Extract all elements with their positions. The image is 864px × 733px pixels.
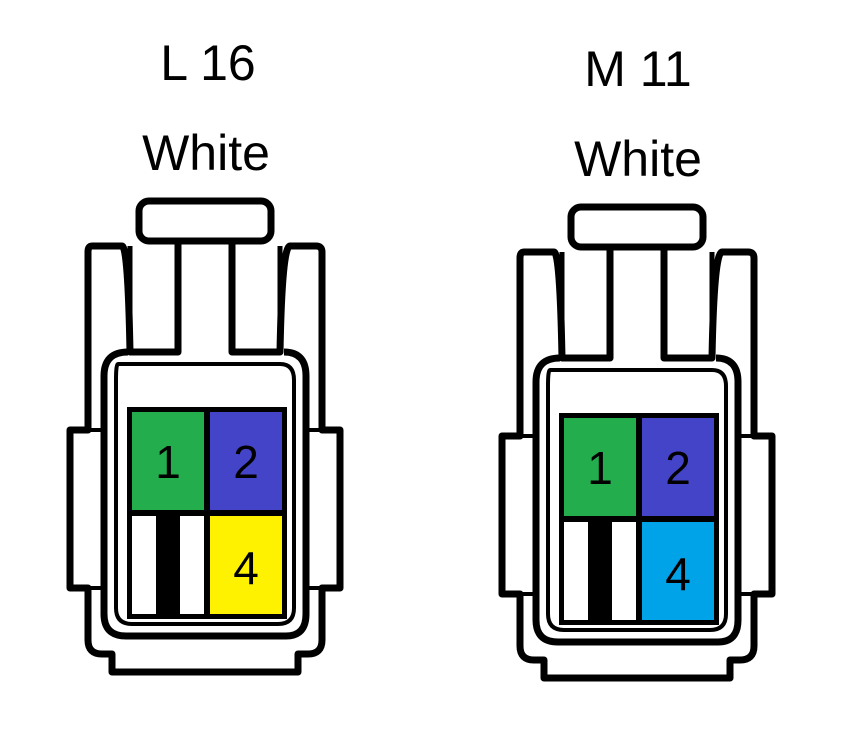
connector-title: L 16 — [160, 35, 256, 91]
housing-outer — [498, 247, 776, 682]
connector-m11: M 11 White 1 2 — [432, 0, 864, 733]
pin-1-cell — [132, 412, 204, 510]
housing-outer — [66, 241, 344, 676]
blank-pin-cell — [132, 516, 204, 614]
pin-4-number: 4 — [233, 542, 259, 594]
pin-1-number: 1 — [587, 442, 613, 494]
pin-block: 1 2 4 — [127, 407, 287, 619]
pin-1-cell — [564, 418, 636, 516]
housing-inner — [532, 354, 742, 646]
pin-2-cell — [210, 412, 282, 510]
blank-pin-cell — [564, 522, 636, 620]
pin-4-number: 4 — [665, 548, 691, 600]
latch-tab — [135, 197, 275, 245]
connector-color-label: White — [142, 125, 270, 181]
connector-color-label: White — [574, 131, 702, 187]
pin-2-number: 2 — [233, 436, 259, 488]
connector-housing-diagram: 1 2 4 — [498, 203, 776, 682]
connector-title: M 11 — [584, 41, 692, 97]
pin-2-number: 2 — [665, 442, 691, 494]
pin-block: 1 2 4 — [559, 413, 719, 625]
latch-tab — [567, 203, 707, 251]
connector-housing-diagram: 1 2 4 — [66, 197, 344, 676]
connector-l16: L 16 White — [66, 35, 344, 676]
pin-4-cell — [642, 522, 714, 620]
pin-2-cell — [642, 418, 714, 516]
pin-1-number: 1 — [155, 436, 181, 488]
housing-inner — [100, 348, 310, 640]
pin-4-cell — [210, 516, 282, 614]
